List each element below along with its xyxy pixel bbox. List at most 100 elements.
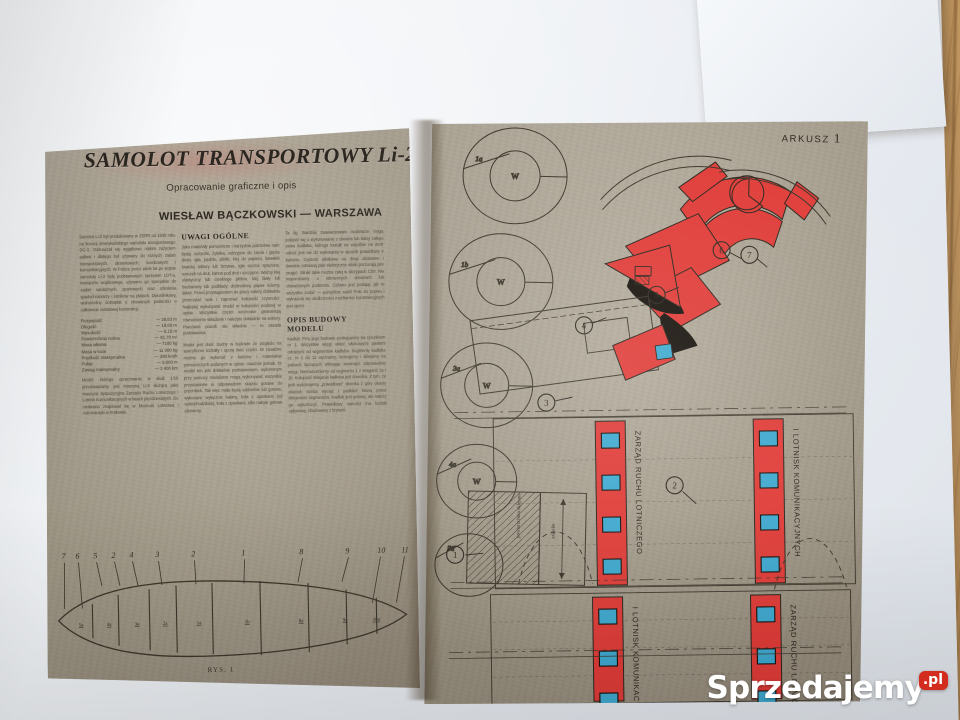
panel-guide-line (496, 456, 852, 461)
cabin-window (760, 473, 778, 488)
former-label: 1a (475, 155, 483, 163)
fuselage-segment-strips: ZARZĄD RUCHU LOTNICZEGO I LOTNISK KOMUNIK… (486, 406, 859, 713)
fuselage-segment-label: 1b (245, 620, 251, 625)
cabin-window (759, 431, 777, 446)
panel-guide-line (494, 672, 850, 677)
part-marker-number: 5 (654, 290, 659, 300)
fuselage-station-line (346, 589, 347, 644)
part-marker-circle (741, 246, 758, 263)
cabin-window (757, 607, 775, 622)
fuselage-segment-label: 4a (107, 623, 113, 628)
former-dimension-line (437, 458, 471, 475)
column-2-paragraph-2: Model jest dość trudny w budowie ze wzgl… (183, 340, 283, 414)
fairing-outline (774, 538, 847, 591)
figure-leader-line (243, 559, 244, 583)
figure-callout-number: 11 (401, 545, 409, 554)
part-marker-leader (665, 287, 679, 293)
fuselage-station-line (308, 583, 309, 652)
part-marker-leader (757, 259, 767, 267)
former-dimension-line (441, 362, 481, 379)
article-column-3: Ta ilg. Bardziej zaawansowani modelarze … (285, 229, 387, 416)
fuselage-segment-label: 3a (135, 622, 141, 627)
fuselage-outline (58, 577, 407, 659)
former-label: 5a (447, 545, 455, 553)
former-label: 1b (461, 261, 469, 269)
fuselage-red-stripe (753, 419, 785, 583)
figure-callout-number: 8 (299, 547, 303, 556)
figure-leader-line (341, 557, 348, 581)
panel-guide-line (493, 645, 849, 650)
former-center-label: W (497, 278, 505, 287)
cabin-window (603, 517, 621, 532)
figure-callout-number: 2 (191, 549, 195, 558)
figure-callout-number: 6 (75, 552, 79, 561)
page-number: 2 (59, 676, 65, 687)
part-marker-circle (648, 286, 665, 303)
former-centerline (509, 386, 533, 387)
article-column-1: Samolot Li-2 był produkowany w ZSRR od 1… (79, 233, 178, 418)
fuselage-station-line (376, 598, 377, 634)
watermark-text: Sprzedajemy (706, 670, 925, 706)
figure-leader-line (64, 563, 66, 609)
former-centerline (525, 282, 553, 283)
panel-guide-line (496, 499, 852, 504)
figure-leader-line (195, 560, 196, 584)
column-3-heading: OPIS BUDOWY MODELU (286, 313, 347, 333)
svg-text:szkielet: szkielet (551, 523, 556, 539)
former-inner-ring (490, 150, 541, 201)
fuselage-segment-label: 1a (197, 621, 203, 626)
figure-callout-number: 7 (61, 552, 66, 561)
airline-titling-text: ZARZĄD RUCHU LOTNICZEGO (633, 431, 644, 555)
former-center-label: W (473, 477, 481, 486)
part-marker-circle (575, 317, 592, 334)
column-3-paragraph-1: Ta ilg. Bardziej zaawansowani modelarze … (285, 228, 385, 309)
column-1-paragraph: Samolot Li-2 był produkowany w ZSRR od 1… (79, 232, 177, 313)
part-marker-number: 6 (719, 245, 724, 255)
fuselage-red-stripe (595, 421, 627, 585)
part-marker-number: 2 (672, 480, 677, 490)
part-marker-leader (682, 491, 696, 503)
part-3-panel (470, 294, 677, 400)
fuselage-segment-label: 2a (163, 622, 169, 627)
former-outer-ring (448, 233, 554, 331)
figure-leader-line (79, 562, 83, 608)
airline-titling-text: ZARZĄD RUCHU LOTNICZEGO (789, 604, 800, 713)
column-2-heading: UWAGI OGÓLNE (181, 231, 250, 242)
figure-caption: RYS. 1 (207, 665, 235, 675)
part-marker-number: 7 (747, 250, 752, 260)
part-marker-leader (465, 553, 483, 555)
figure-leader-line (297, 558, 302, 582)
former-center-label: W (483, 381, 491, 390)
cabin-window (757, 649, 775, 664)
cabin-window (603, 559, 621, 574)
cabin-window (601, 433, 619, 448)
airline-titling-text: I LOTNISK KOMUNIKACYJNYCH (631, 607, 642, 714)
part-marker-number: 4 (582, 321, 587, 331)
fuselage-station-line (118, 595, 119, 646)
cabin-window (599, 651, 617, 666)
fuselage-segment-label: 9a (343, 618, 349, 623)
column-2-paragraph-1: Jako materiały pomocnicze i narzędzia po… (181, 242, 282, 336)
part-marker-leader (592, 318, 606, 324)
cabin-window (602, 475, 620, 490)
former-dimension-line (435, 542, 463, 559)
figure-callout-number: 1 (241, 548, 245, 557)
part-marker-number: 3 (544, 398, 549, 408)
fuselage-station-line (176, 586, 177, 653)
article-author: WIESŁAW BĄCZKOWSKI — WARSZAWA (158, 206, 383, 223)
part-marker-circle (446, 546, 463, 563)
former-inner-ring (476, 257, 525, 306)
fuselage-station-line (92, 604, 93, 638)
former-center-label: W (511, 172, 519, 181)
page-title: SAMOLOT TRANSPORTOWY Li-2 (83, 141, 417, 173)
part-marker-number: 1 (453, 550, 458, 560)
fuselage-station-line (260, 581, 261, 655)
figure-leader-line (133, 561, 138, 585)
article-column-2: UWAGI OGÓLNE Jako materiały pomocnicze i… (181, 231, 282, 415)
part-marker-leader (555, 397, 572, 401)
